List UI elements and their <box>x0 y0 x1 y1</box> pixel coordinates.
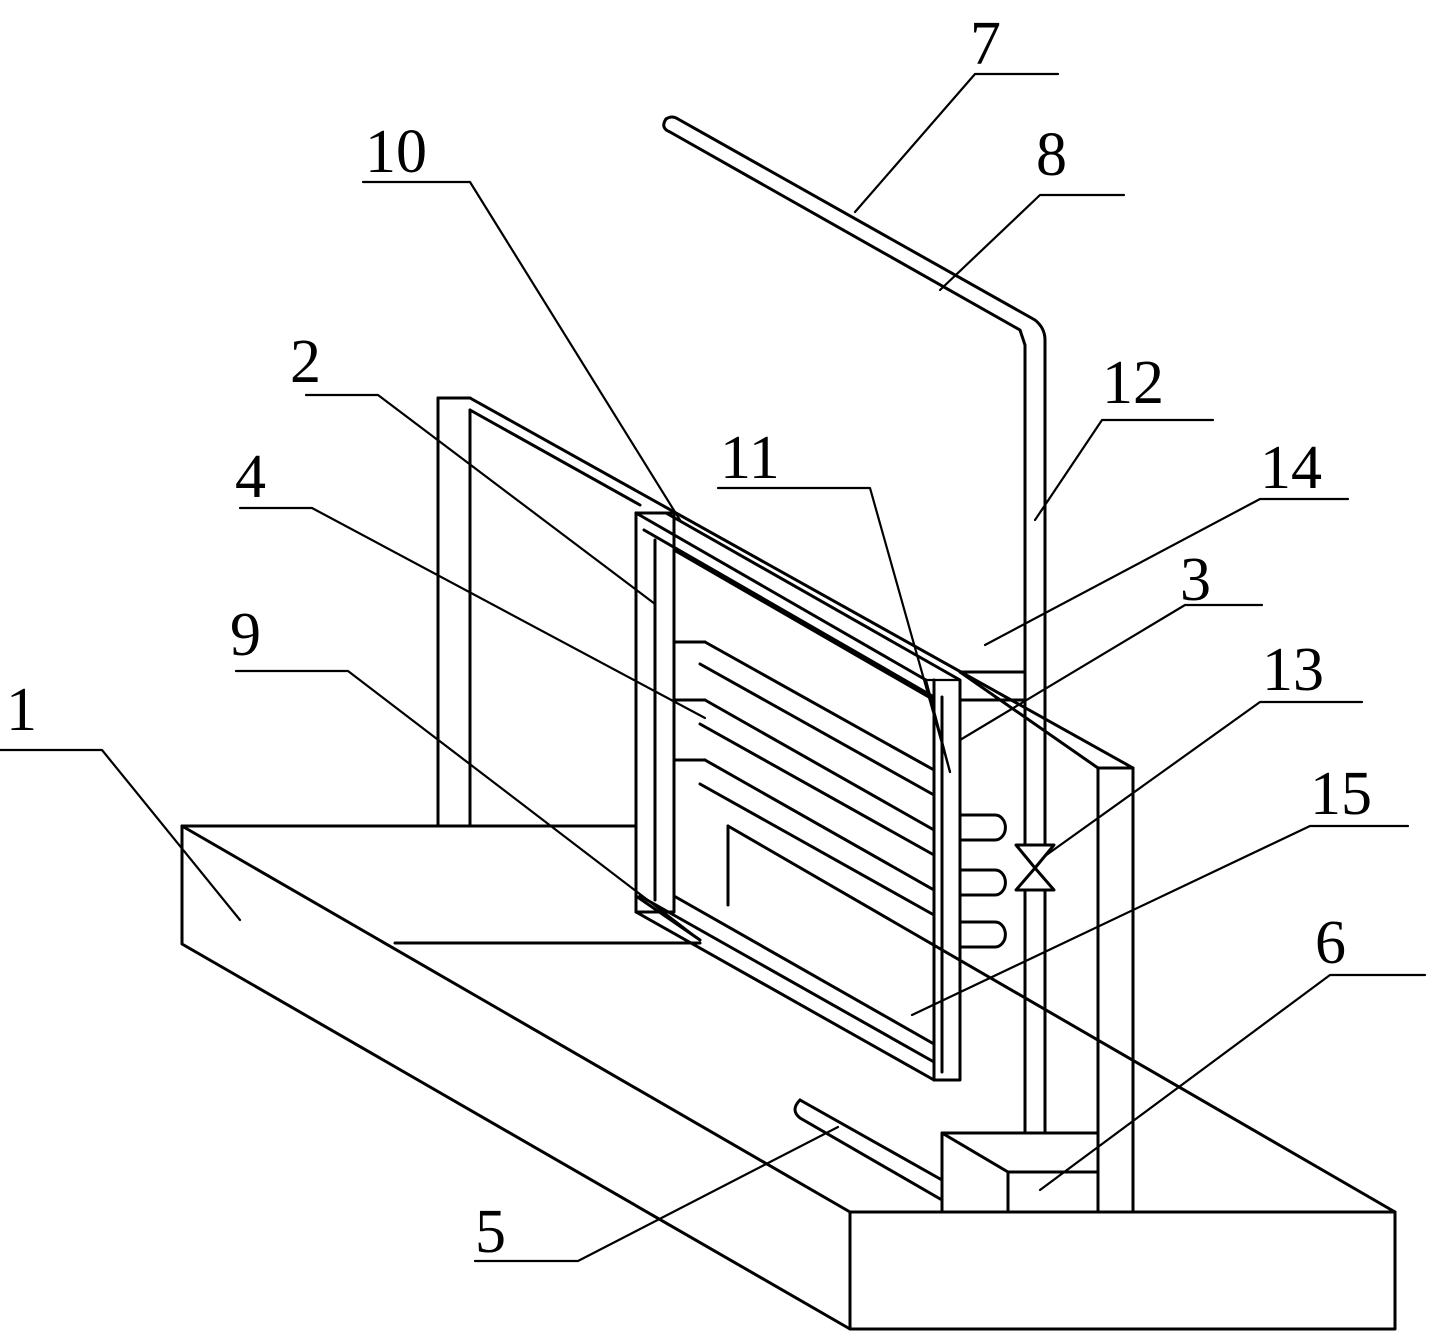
ribs <box>672 640 1007 949</box>
label-15: 15 <box>1310 760 1372 828</box>
label-6: 6 <box>1315 909 1346 977</box>
valve <box>1014 843 1056 892</box>
part-labels: 1 2 3 4 5 6 7 8 9 10 11 12 13 14 15 <box>6 10 1372 1266</box>
water-pipe <box>662 115 1047 1147</box>
drain-pipe <box>793 1098 944 1202</box>
label-3: 3 <box>1180 546 1211 614</box>
label-9: 9 <box>230 601 261 669</box>
leader-lines <box>0 72 1427 1263</box>
panel-frame <box>634 511 962 1082</box>
label-12: 12 <box>1102 349 1164 417</box>
label-10: 10 <box>365 118 427 186</box>
label-8: 8 <box>1036 121 1067 189</box>
label-5: 5 <box>475 1198 506 1266</box>
label-7: 7 <box>970 10 1001 78</box>
pump <box>940 1131 1100 1214</box>
water-tank <box>180 824 1397 1331</box>
label-1: 1 <box>6 676 37 744</box>
label-4: 4 <box>235 443 266 511</box>
label-13: 13 <box>1262 636 1324 704</box>
label-2: 2 <box>290 328 321 396</box>
label-14: 14 <box>1260 434 1322 502</box>
label-11: 11 <box>720 424 780 492</box>
